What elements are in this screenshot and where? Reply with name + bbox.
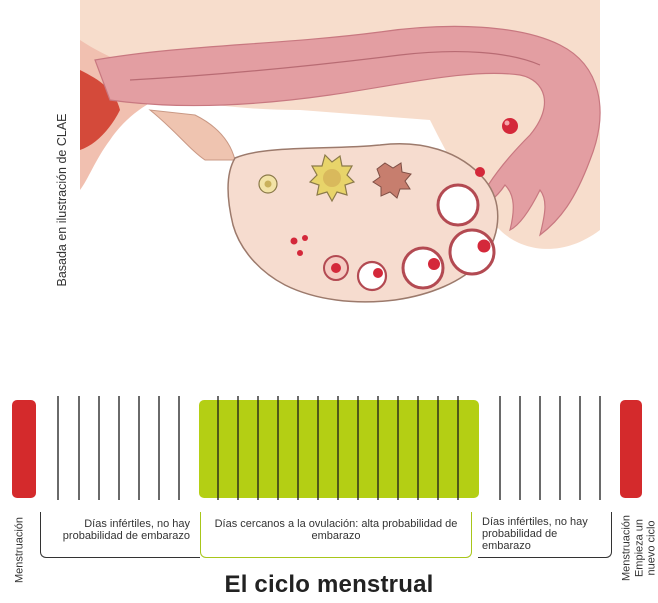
infertile-early-label: Días infértiles, no hay probabilidad de …	[40, 512, 200, 558]
primordial-follicle	[259, 175, 277, 193]
menstruation-start-bar	[12, 400, 36, 498]
developing-follicle-3	[358, 262, 386, 290]
fertile-window-bar	[199, 400, 479, 498]
mature-follicle	[450, 230, 494, 274]
infertile-late-label: Días infértiles, no hay probabilidad de …	[478, 512, 612, 558]
ovulation-window-label: Días cercanos a la ovulación: alta proba…	[200, 512, 472, 558]
released-ovum-2	[502, 118, 518, 134]
developing-follicle-4	[403, 248, 443, 288]
released-ovum-1	[475, 167, 485, 177]
menstruation-end-bar	[620, 400, 642, 498]
diagram-title: El ciclo menstrual	[0, 571, 658, 599]
ruptured-follicle	[438, 185, 478, 225]
cycle-timeline	[0, 396, 658, 506]
developing-follicle-2	[324, 256, 348, 280]
ligament-tissue	[150, 110, 235, 160]
reproductive-anatomy-illustration	[0, 0, 658, 395]
